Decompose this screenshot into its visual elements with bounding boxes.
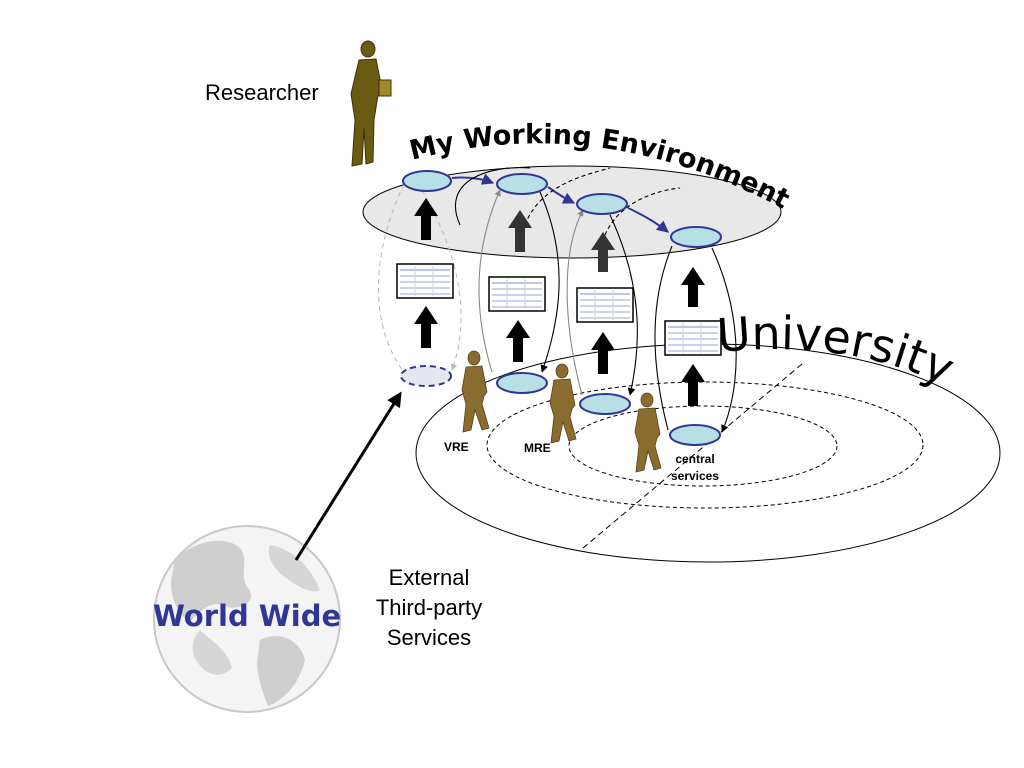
central-service xyxy=(669,424,721,446)
document-table xyxy=(664,320,722,356)
plate-services xyxy=(402,170,722,248)
plate-service-4 xyxy=(670,226,722,248)
plate-service-3 xyxy=(576,193,628,215)
person-icon xyxy=(634,392,662,473)
service-links xyxy=(377,167,737,433)
block-arrow-up xyxy=(591,232,615,272)
plate-service-1 xyxy=(402,170,452,192)
external-service-placeholder xyxy=(400,365,452,387)
block-arrow-up xyxy=(681,364,705,406)
block-arrow-up xyxy=(506,320,530,362)
block-arrow-up xyxy=(414,306,438,348)
mre-ring xyxy=(486,381,924,509)
external-services-line2: Third-party xyxy=(376,595,482,620)
mre-label: MRE xyxy=(524,441,551,455)
central-services-label-line2: services xyxy=(671,469,719,483)
document-table xyxy=(576,287,634,323)
ring-dashed-cut xyxy=(582,363,803,549)
block-arrows xyxy=(414,198,705,406)
plate-service-2 xyxy=(496,173,548,195)
vre-label: VRE xyxy=(444,440,469,454)
document-table xyxy=(396,263,454,299)
block-arrow-up xyxy=(591,332,615,374)
block-arrow-up xyxy=(508,210,532,252)
external-services-line3: Services xyxy=(387,625,471,650)
globe-icon xyxy=(153,525,341,713)
external-link-arrow xyxy=(294,391,402,561)
external-services-line1: External xyxy=(389,565,470,590)
mre-service xyxy=(579,393,631,415)
central-services-label-line1: central xyxy=(675,452,714,466)
researcher-label: Researcher xyxy=(205,80,319,105)
researcher-icon xyxy=(350,40,392,167)
central-services-ring xyxy=(568,405,838,487)
person-icon xyxy=(461,350,490,433)
university-services xyxy=(400,365,721,446)
block-arrow-up xyxy=(681,267,705,307)
document-table xyxy=(488,276,546,312)
vre-service xyxy=(496,372,548,394)
data-documents xyxy=(396,263,722,356)
world-wide-label: World Wide xyxy=(153,599,341,633)
block-arrow-up xyxy=(414,198,438,240)
person-icon xyxy=(549,363,577,444)
